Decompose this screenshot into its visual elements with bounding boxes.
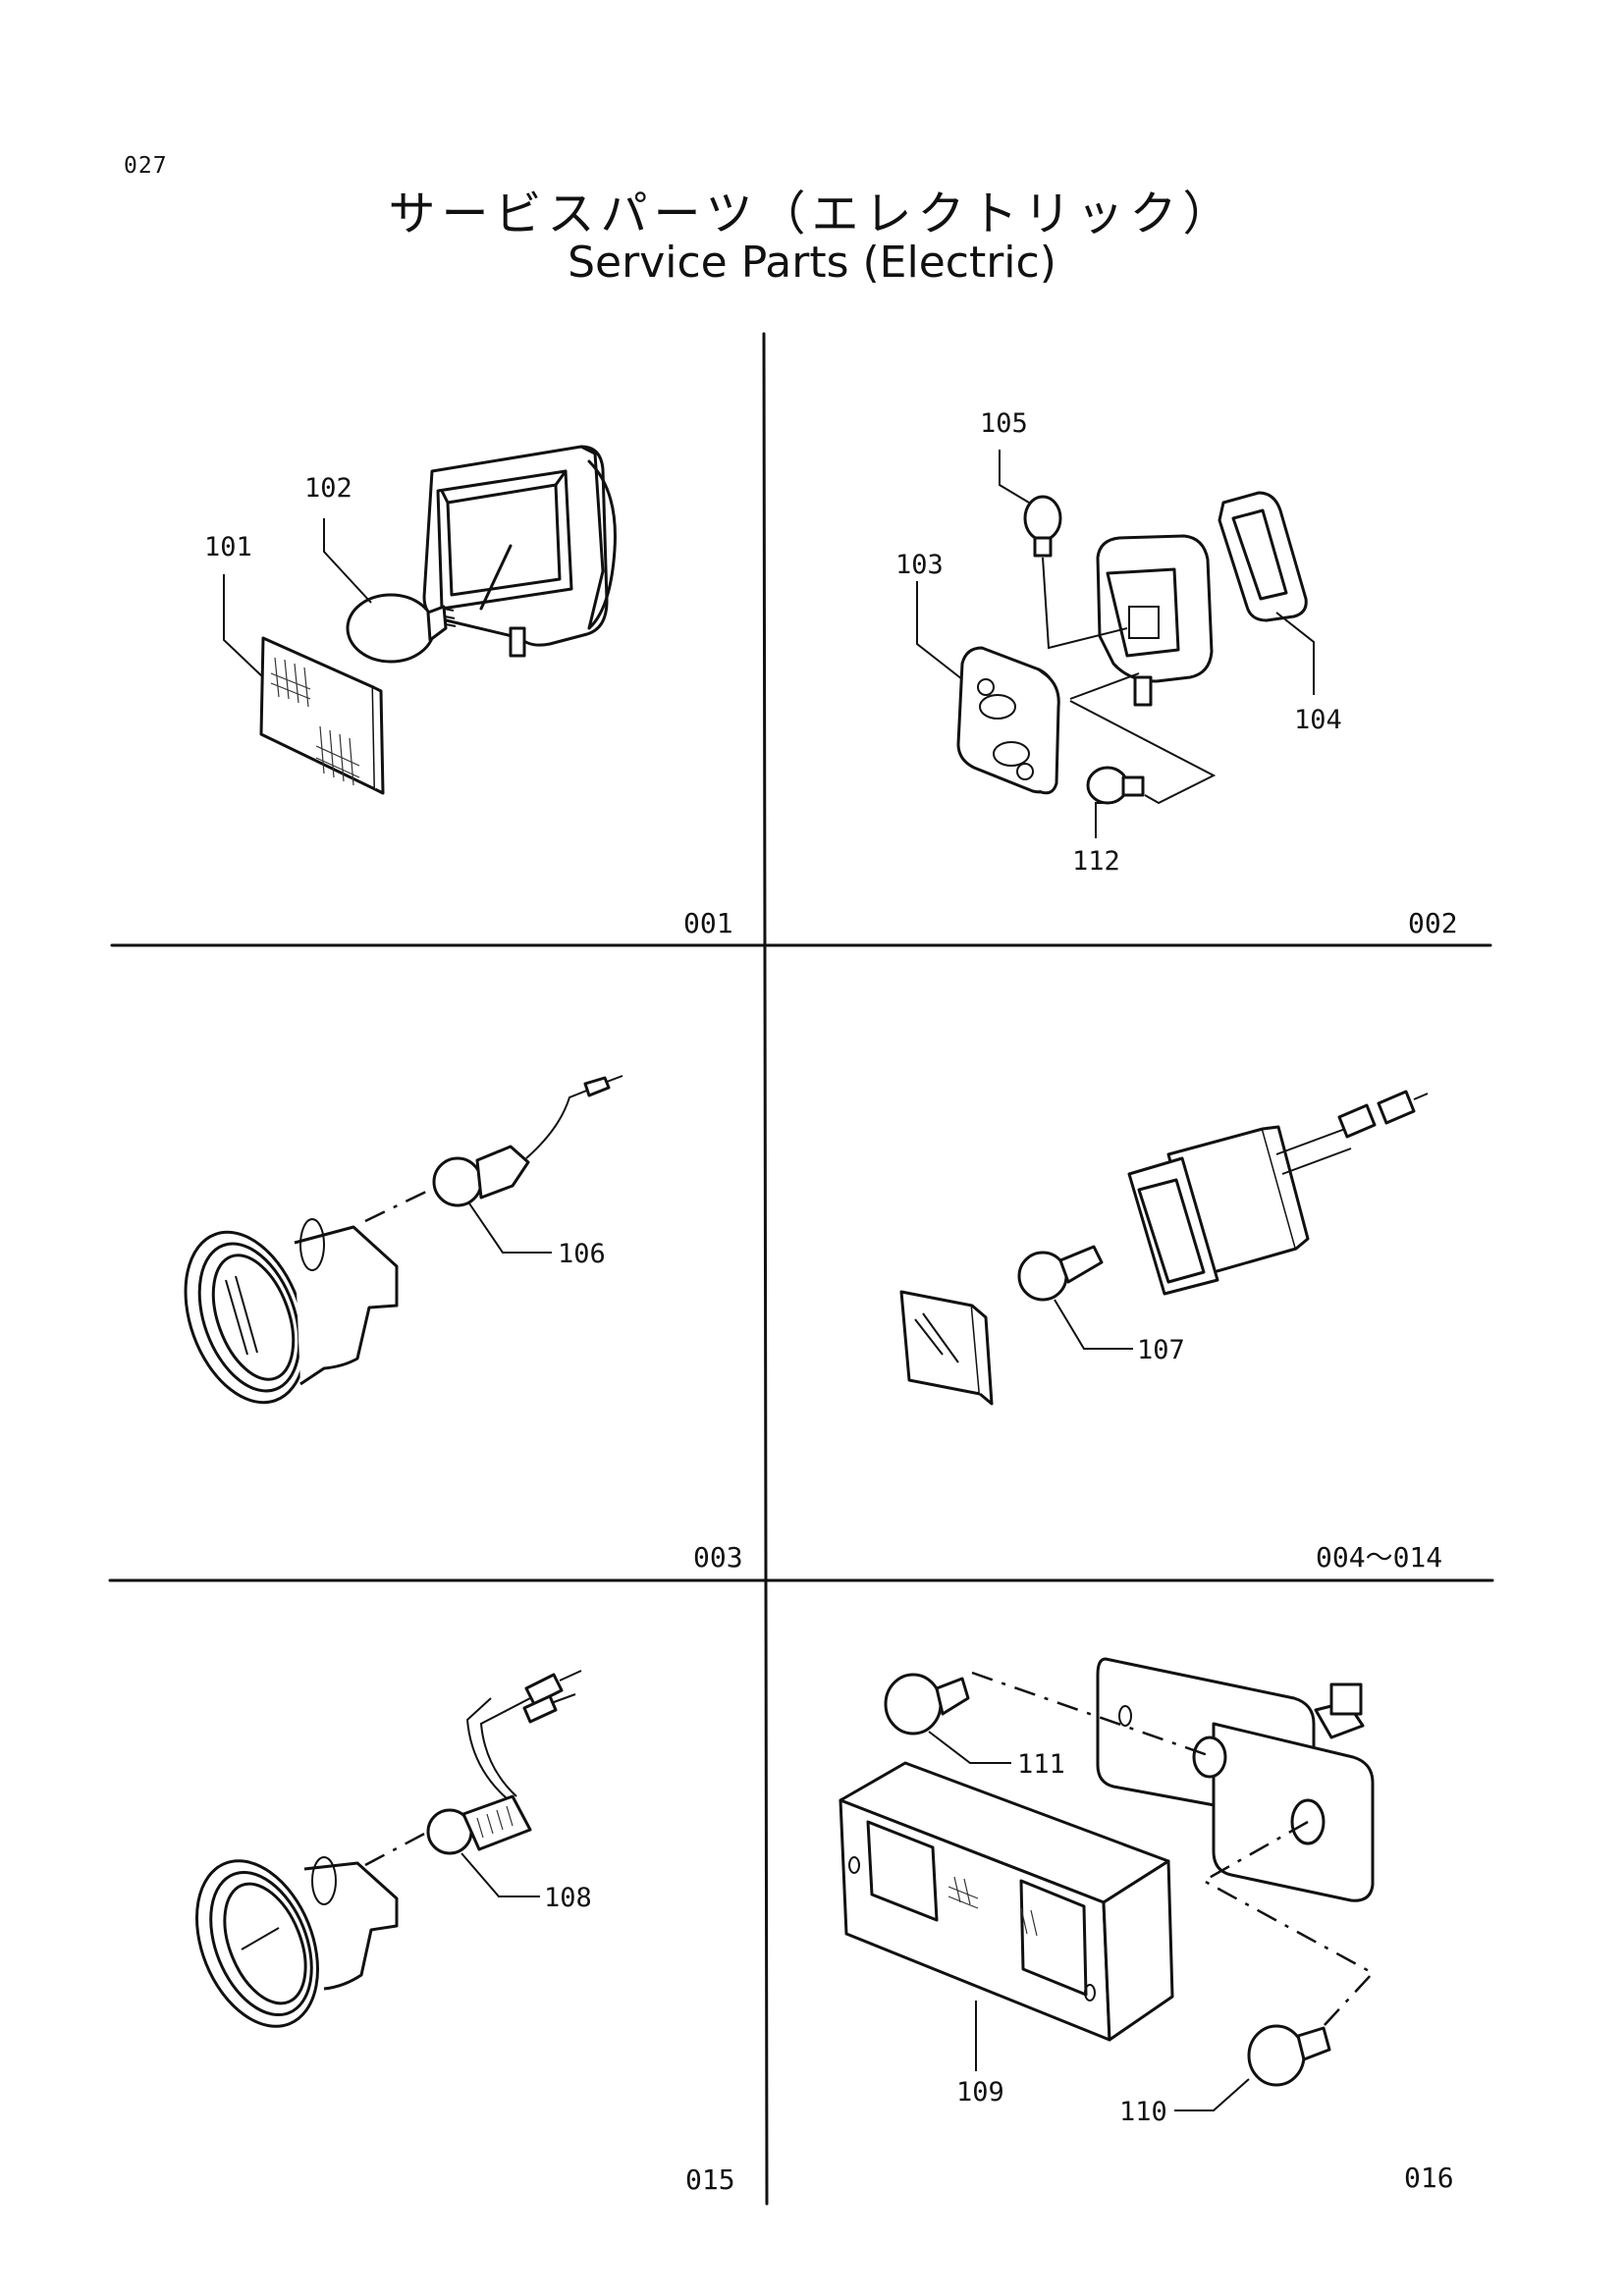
- panel-code-003: 003: [693, 1541, 743, 1574]
- page-title-japanese: サービスパーツ（エレクトリック）: [388, 187, 1236, 241]
- callout-111: 111: [1017, 1749, 1065, 1780]
- page-title-english: Service Parts (Electric): [568, 238, 1056, 288]
- bulb-107-drawing: [1017, 1245, 1104, 1302]
- indicator-housing-drawing: [184, 1218, 399, 1405]
- lamp-base-drawing: [1096, 1657, 1375, 1902]
- callout-112: 112: [1072, 846, 1120, 877]
- lamp-body-drawing: [1096, 534, 1214, 707]
- panel-016: 111 109 110 016: [839, 1657, 1454, 2194]
- bulb-106-drawing: [432, 1075, 623, 1207]
- page-number: 027: [124, 153, 168, 179]
- bulb-111-drawing: [884, 1673, 970, 1735]
- bulb-102-drawing: [346, 593, 457, 664]
- panel-015: 108 015: [194, 1670, 735, 2196]
- panel-004-014: 107 004～014: [899, 1090, 1442, 1574]
- bezel-104-drawing: [1218, 491, 1308, 622]
- callout-101: 101: [204, 532, 252, 562]
- callout-102: 102: [304, 473, 352, 504]
- panel-003: 106 003: [184, 1075, 743, 1574]
- callout-103: 103: [895, 550, 944, 580]
- lens-109-drawing: [839, 1761, 1174, 2042]
- lens-cap-drawing: [899, 1290, 994, 1406]
- bulb-110-drawing: [1247, 2024, 1331, 2087]
- pilot-lamp-body-drawing: [1127, 1090, 1429, 1296]
- gauge-lamp-housing-drawing: [194, 1856, 399, 2028]
- callout-105: 105: [980, 408, 1028, 439]
- bulb-105-drawing: [1023, 495, 1062, 558]
- callout-109: 109: [956, 2077, 1004, 2108]
- callout-107: 107: [1137, 1335, 1185, 1365]
- callout-108: 108: [544, 1883, 592, 1913]
- bulb-112-drawing: [1086, 766, 1145, 805]
- panel-code-004-014: 004～014: [1316, 1541, 1442, 1574]
- callout-110: 110: [1119, 2097, 1167, 2127]
- socket-108-drawing: [426, 1670, 582, 1855]
- panel-code-015: 015: [685, 2163, 735, 2196]
- work-lamp-housing-drawing: [422, 445, 617, 658]
- lens-103-drawing: [956, 646, 1060, 795]
- panel-002: 105 103 104 112 002: [895, 408, 1458, 939]
- callout-104: 104: [1294, 705, 1342, 735]
- panel-code-002: 002: [1408, 907, 1458, 939]
- lens-101-drawing: [259, 636, 385, 795]
- panel-code-001: 001: [683, 907, 733, 939]
- panel-code-016: 016: [1404, 2162, 1454, 2194]
- panel-001: 101 102 001: [204, 445, 733, 939]
- panel-dividers: [108, 332, 1494, 2206]
- callout-106: 106: [558, 1239, 606, 1269]
